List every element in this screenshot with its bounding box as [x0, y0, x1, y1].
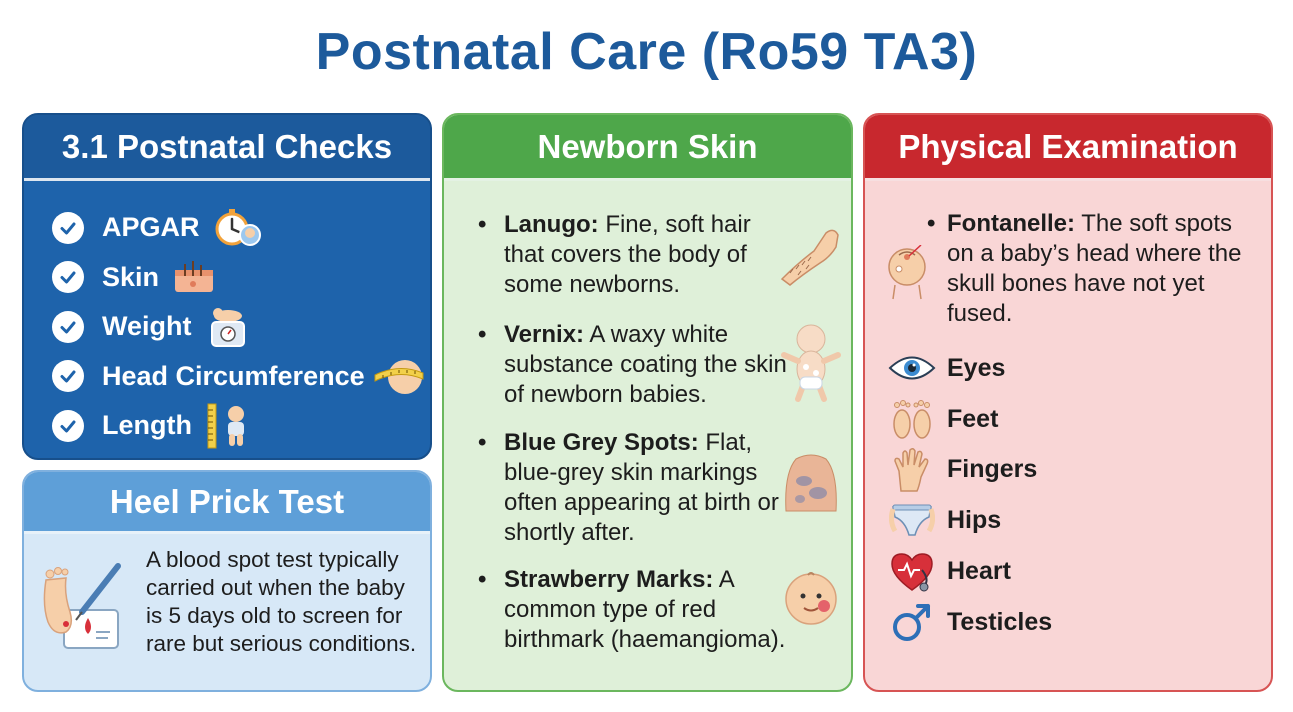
- physical-examination-heading: Physical Examination: [865, 115, 1271, 181]
- skin-item-lanugo: • Lanugo: Fine, soft hair that covers th…: [478, 211, 751, 298]
- skin-term: Vernix:: [504, 321, 585, 348]
- skin-desc: A waxy white substance coating the skin …: [504, 321, 787, 408]
- exam-label: Eyes: [947, 353, 1006, 382]
- feet-icon: [887, 397, 937, 441]
- baby-head-fontanelle-icon: [885, 244, 931, 306]
- exam-label: Testicles: [947, 607, 1053, 636]
- heel-prick-description: A blood spot test typically carried out …: [146, 547, 417, 656]
- hand-icon: [887, 447, 937, 492]
- exam-label: Fingers: [947, 455, 1038, 484]
- skin-desc: Fine, soft hair that covers the body of …: [504, 211, 751, 298]
- checkmark-icon: [52, 310, 84, 343]
- newborn-skin-panel: Newborn Skin • Lanugo: Fine, soft hair t…: [442, 113, 853, 692]
- exam-item-hips: Hips: [887, 495, 1052, 546]
- skin-desc: A common type of red birthmark (haemangi…: [504, 566, 786, 653]
- skin-desc: Flat, blue-grey skin markings often appe…: [504, 429, 779, 546]
- exam-item-eyes: Eyes: [887, 343, 1052, 394]
- ruler-baby-icon: [204, 402, 254, 450]
- check-label: Weight: [102, 311, 192, 342]
- stopwatch-baby-icon: [212, 205, 264, 251]
- baby-back-spots-icon: [778, 449, 844, 518]
- fontanelle-term: Fontanelle:: [947, 210, 1076, 237]
- exam-label: Heart: [947, 557, 1011, 586]
- newborn-baby-icon: [778, 321, 844, 408]
- check-label: APGAR: [102, 212, 200, 243]
- check-item-length: Length: [52, 401, 430, 451]
- check-item-apgar: APGAR: [52, 203, 430, 253]
- exam-label: Feet: [947, 404, 999, 433]
- exam-label: Hips: [947, 506, 1002, 535]
- newborn-skin-heading: Newborn Skin: [444, 115, 851, 181]
- checkmark-icon: [52, 360, 84, 393]
- skin-term: Blue Grey Spots:: [504, 429, 699, 456]
- fontanelle-item: • Fontanelle: The soft spots on a baby’s…: [927, 210, 1242, 327]
- examination-list: Eyes Feet Fingers: [887, 343, 1052, 648]
- heel-prick-icon: [38, 560, 138, 665]
- postnatal-checks-list: APGAR Skin: [24, 181, 430, 451]
- page-title: Postnatal Care (Ro59 TA3): [315, 23, 978, 81]
- check-label: Skin: [102, 261, 160, 292]
- skin-term: Strawberry Marks:: [504, 566, 714, 593]
- exam-item-testicles: Testicles: [887, 597, 1052, 648]
- postnatal-checks-panel: 3.1 Postnatal Checks APGAR Skin: [22, 113, 432, 460]
- eye-icon: [887, 346, 937, 390]
- skin-item-blue-grey-spots: • Blue Grey Spots: Flat, blue-grey skin …: [478, 429, 779, 546]
- physical-examination-panel: Physical Examination • Fontanelle: The s…: [863, 113, 1273, 692]
- male-symbol-icon: [887, 600, 937, 644]
- check-item-weight: Weight: [52, 302, 430, 352]
- heart-stethoscope-icon: [887, 550, 937, 594]
- exam-item-heart: Heart: [887, 546, 1052, 597]
- checkmark-icon: [52, 211, 84, 244]
- check-item-head-circumference: Head Circumference: [52, 352, 430, 402]
- skin-item-vernix: • Vernix: A waxy white substance coating…: [478, 321, 787, 408]
- exam-item-fingers: Fingers: [887, 445, 1052, 496]
- skin-layer-icon: [171, 258, 217, 296]
- checkmark-icon: [52, 261, 84, 294]
- check-label: Length: [102, 410, 192, 441]
- nappy-icon: [887, 499, 937, 543]
- head-tape-measure-icon: [371, 353, 427, 399]
- baby-scale-icon: [204, 304, 252, 350]
- heel-prick-heading: Heel Prick Test: [24, 472, 430, 534]
- check-item-skin: Skin: [52, 253, 430, 303]
- checkmark-icon: [52, 409, 84, 442]
- hairy-arm-icon: [778, 223, 844, 292]
- check-label: Head Circumference: [102, 360, 365, 391]
- fontanelle-desc: The soft spots on a baby’s head where th…: [947, 210, 1242, 327]
- postnatal-checks-heading: 3.1 Postnatal Checks: [24, 115, 430, 181]
- skin-item-strawberry-marks: • Strawberry Marks: A common type of red…: [478, 566, 786, 653]
- baby-face-birthmark-icon: [782, 570, 840, 633]
- exam-item-feet: Feet: [887, 394, 1052, 445]
- heel-prick-panel: Heel Prick Test A blood spot test typica…: [22, 470, 432, 692]
- skin-term: Lanugo:: [504, 211, 599, 238]
